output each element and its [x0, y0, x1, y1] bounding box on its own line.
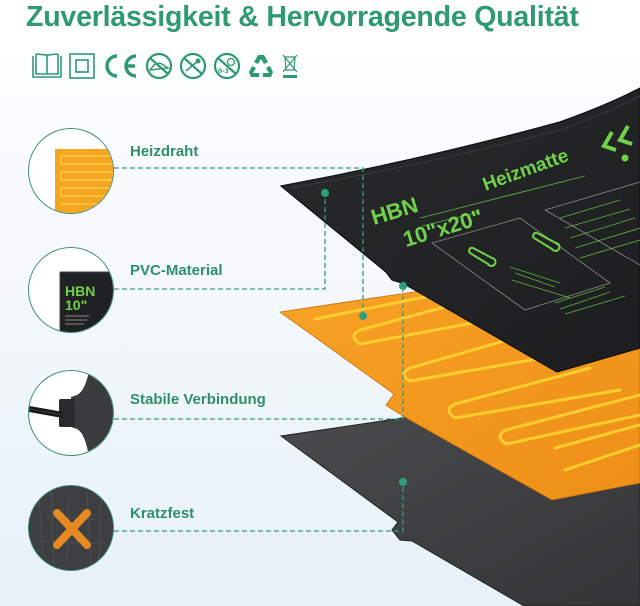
svg-text:HBN: HBN	[65, 283, 95, 299]
connector-verbindung	[114, 286, 404, 420]
feature-label-heizdraht: Heizdraht	[130, 143, 199, 160]
recycle-icon	[249, 55, 273, 77]
marker-dot-kratzfest	[399, 478, 407, 486]
heizdraht-detail-image	[28, 128, 114, 214]
kratzfest-detail-image	[28, 485, 114, 571]
weee-bin-icon	[282, 54, 298, 78]
pvc-closeup: HBN 10"	[59, 271, 113, 332]
no-pin-icon	[179, 52, 207, 80]
page-title: Zuverlässigkeit & Hervorragende Qualität	[26, 1, 579, 33]
pvc-top-layer	[279, 87, 640, 373]
manual-book-icon	[32, 53, 62, 78]
connector-heizdraht	[114, 167, 364, 316]
not-for-children-0-3-icon: 0-3	[213, 52, 241, 80]
verbindung-detail-image	[28, 370, 114, 456]
svg-text:0-3: 0-3	[218, 68, 229, 75]
double-insulation-icon	[69, 53, 95, 79]
feature-label-kratzfest: Kratzfest	[130, 505, 195, 522]
scratch-resistant-closeup	[29, 486, 113, 570]
no-cover-icon	[145, 52, 173, 80]
marker-dot-verbindung	[399, 282, 407, 290]
cable-connection-closeup	[29, 371, 113, 455]
marker-dot-pvc	[321, 189, 329, 197]
connector-pvc	[114, 193, 326, 290]
feature-label-verbindung: Stabile Verbindung	[130, 391, 266, 408]
heating-wire-closeup	[55, 149, 113, 213]
connector-kratzfest	[114, 482, 404, 532]
feature-label-pvc: PVC-Material	[130, 262, 223, 279]
marker-dot-heizdraht	[359, 312, 367, 320]
certification-icons: 0-3	[30, 52, 300, 80]
ce-mark-icon	[105, 54, 137, 78]
pvc-detail-image: HBN 10"	[28, 247, 114, 333]
svg-text:10": 10"	[65, 297, 87, 313]
